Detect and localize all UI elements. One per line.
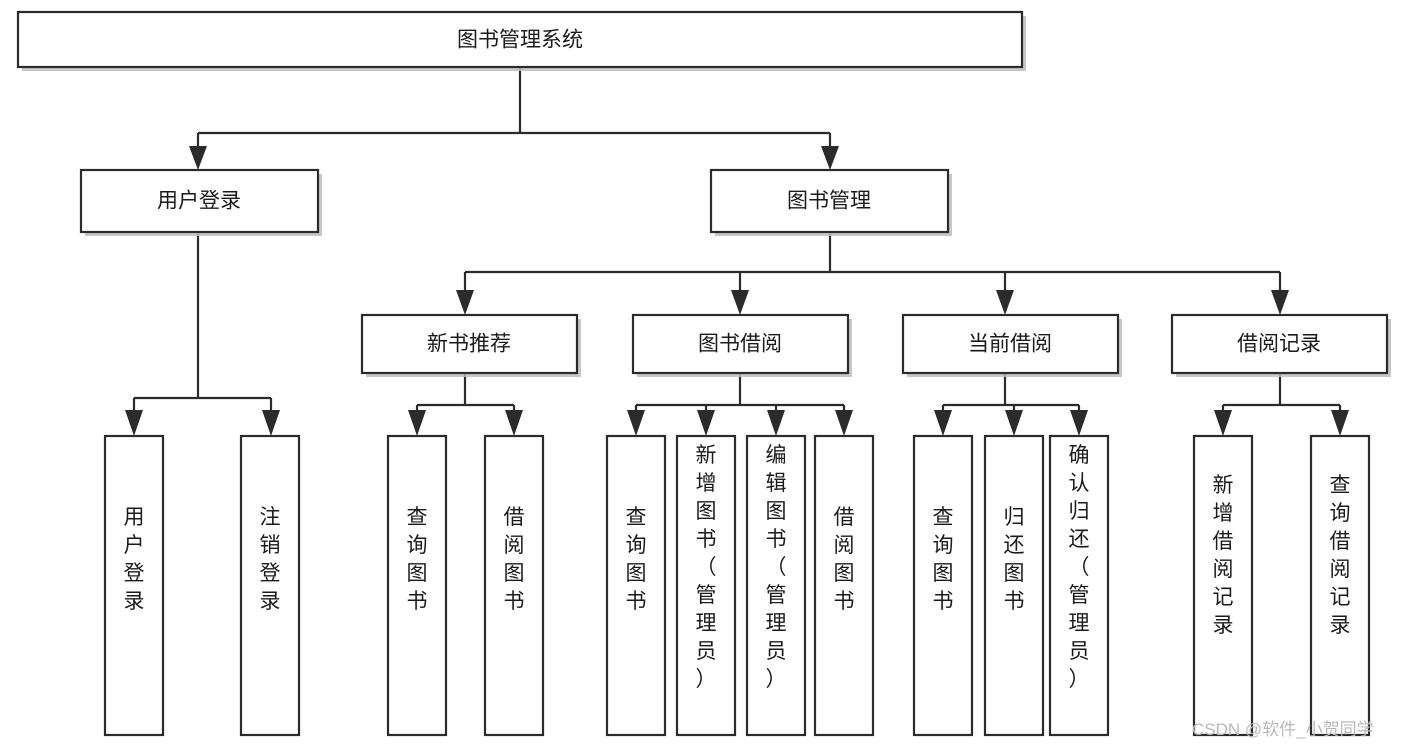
- user-login-box[interactable]: [79, 168, 320, 234]
- node-leaf-confirm-return[interactable]: 确认归还（管理员）: [1048, 434, 1110, 737]
- arrow-to-leaf-borrow-book-2: [835, 410, 853, 436]
- book-borrow-box[interactable]: [631, 313, 850, 375]
- leaf-user-logout-label: 注销登录: [260, 506, 281, 613]
- arrow-to-leaf-return-book: [1005, 410, 1023, 436]
- arrow-to-leaf-borrow-book-1: [505, 410, 523, 436]
- arrow-to-leaf-query-book-1: [408, 410, 426, 436]
- leaf-query-book-1-label: 查询图书: [407, 506, 428, 613]
- node-leaf-query-book-2[interactable]: 查询图书: [605, 434, 667, 737]
- root-label: 图书管理系统: [457, 29, 583, 52]
- leaf-borrow-book-1-box[interactable]: [483, 434, 545, 737]
- borrow-record-box[interactable]: [1170, 313, 1389, 375]
- arrow-to-leaf-add-book: [697, 410, 715, 436]
- leaf-confirm-return-box[interactable]: [1048, 434, 1110, 737]
- leaf-query-book-2-label: 查询图书: [626, 506, 647, 613]
- user-login-label: 用户登录: [157, 190, 241, 213]
- arrow-to-leaf-user-logout: [262, 410, 280, 436]
- leaf-edit-book-box[interactable]: [745, 434, 807, 737]
- arrow-to-leaf-confirm-return: [1070, 410, 1088, 436]
- node-book-manage[interactable]: 图书管理: [709, 168, 952, 236]
- leaf-user-login-label: 用户登录: [124, 506, 145, 613]
- current-borrow-box[interactable]: [901, 313, 1120, 375]
- leaf-borrow-book-2-label: 借阅图书: [834, 506, 855, 613]
- arrow-to-new-book-rec: [456, 290, 474, 315]
- leaf-return-book-label: 归还图书: [1004, 506, 1025, 613]
- leaf-user-logout-box[interactable]: [239, 434, 301, 737]
- arrow-to-book-manage: [821, 146, 839, 170]
- node-leaf-return-book[interactable]: 归还图书: [983, 434, 1045, 737]
- leaf-add-book-box[interactable]: [675, 434, 737, 737]
- arrow-to-book-borrow: [731, 290, 749, 315]
- node-book-borrow[interactable]: 图书借阅: [631, 313, 852, 377]
- leaf-return-book-box[interactable]: [983, 434, 1045, 737]
- watermark-label: CSDN @软件_小贺同学: [1192, 720, 1374, 739]
- connector-layer: [125, 67, 1349, 436]
- leaf-borrow-book-1-label: 借阅图书: [504, 506, 525, 613]
- node-leaf-add-book[interactable]: 新增图书（管理员）: [675, 434, 737, 737]
- node-leaf-user-login[interactable]: 用户登录: [103, 434, 165, 737]
- leaf-edit-book-label: 编辑图书（管理员）: [766, 444, 787, 691]
- leaf-add-record-label: 新增借阅记录: [1213, 474, 1234, 637]
- leaf-add-book-label: 新增图书（管理员）: [696, 444, 717, 691]
- node-borrow-record[interactable]: 借阅记录: [1170, 313, 1391, 377]
- arrow-to-leaf-user-login: [125, 410, 143, 436]
- arrow-to-borrow-record: [1271, 290, 1289, 315]
- node-leaf-add-record[interactable]: 新增借阅记录: [1192, 434, 1254, 737]
- borrow-record-label: 借阅记录: [1237, 333, 1321, 356]
- arrow-to-current-borrow: [996, 290, 1014, 315]
- arrow-to-leaf-edit-book: [767, 410, 785, 436]
- book-manage-label: 图书管理: [787, 190, 871, 213]
- node-current-borrow[interactable]: 当前借阅: [901, 313, 1122, 377]
- node-leaf-edit-book[interactable]: 编辑图书（管理员）: [745, 434, 807, 737]
- node-leaf-borrow-book-2[interactable]: 借阅图书: [813, 434, 875, 737]
- node-new-book-rec[interactable]: 新书推荐: [360, 313, 581, 377]
- leaf-add-record-box[interactable]: [1192, 434, 1254, 737]
- leaf-borrow-book-2-box[interactable]: [813, 434, 875, 737]
- arrow-to-leaf-query-book-3: [934, 410, 952, 436]
- node-user-login[interactable]: 用户登录: [79, 168, 322, 236]
- arrow-to-leaf-query-book-2: [627, 410, 645, 436]
- leaf-query-book-1-box[interactable]: [386, 434, 448, 737]
- node-leaf-user-logout[interactable]: 注销登录: [239, 434, 301, 737]
- new-book-rec-box[interactable]: [360, 313, 579, 375]
- arrow-to-user-login: [189, 146, 207, 170]
- node-leaf-query-book-1[interactable]: 查询图书: [386, 434, 448, 737]
- current-borrow-label: 当前借阅: [968, 333, 1052, 356]
- leaf-query-book-3-label: 查询图书: [933, 506, 954, 613]
- leaf-confirm-return-label: 确认归还（管理员）: [1069, 444, 1090, 691]
- leaf-query-book-2-box[interactable]: [605, 434, 667, 737]
- arrow-to-leaf-add-record: [1214, 410, 1232, 436]
- node-leaf-borrow-book-1[interactable]: 借阅图书: [483, 434, 545, 737]
- node-leaf-query-book-3[interactable]: 查询图书: [912, 434, 974, 737]
- leaf-query-record-label: 查询借阅记录: [1330, 474, 1351, 637]
- book-manage-box[interactable]: [709, 168, 950, 234]
- leaf-query-book-3-box[interactable]: [912, 434, 974, 737]
- book-borrow-label: 图书借阅: [698, 333, 782, 356]
- node-leaf-query-record[interactable]: 查询借阅记录: [1309, 434, 1371, 737]
- arrow-to-leaf-query-record: [1331, 410, 1349, 436]
- new-book-rec-label: 新书推荐: [427, 333, 511, 356]
- root-box[interactable]: [16, 10, 1024, 69]
- node-root[interactable]: 图书管理系统: [16, 10, 1026, 71]
- leaf-user-login-box[interactable]: [103, 434, 165, 737]
- leaf-query-record-box[interactable]: [1309, 434, 1371, 737]
